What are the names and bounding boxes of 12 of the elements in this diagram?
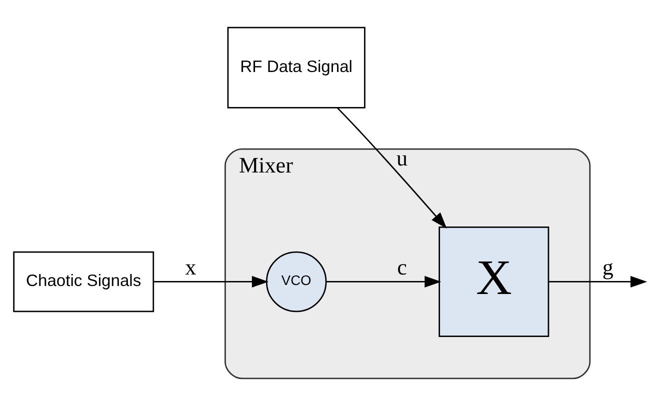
edge-label: x — [185, 254, 196, 280]
arrow — [548, 276, 648, 288]
edge-label: u — [396, 145, 408, 170]
arrow — [154, 276, 269, 288]
node-box: RF Data Signal — [227, 26, 366, 108]
node-box: X — [438, 226, 550, 337]
node-circle: VCO — [266, 251, 327, 312]
node-box: Chaotic Signals — [13, 251, 154, 312]
edge-label: c — [397, 254, 407, 280]
arrow — [326, 276, 442, 288]
edge-label: g — [602, 254, 614, 280]
arrow — [336, 107, 447, 229]
